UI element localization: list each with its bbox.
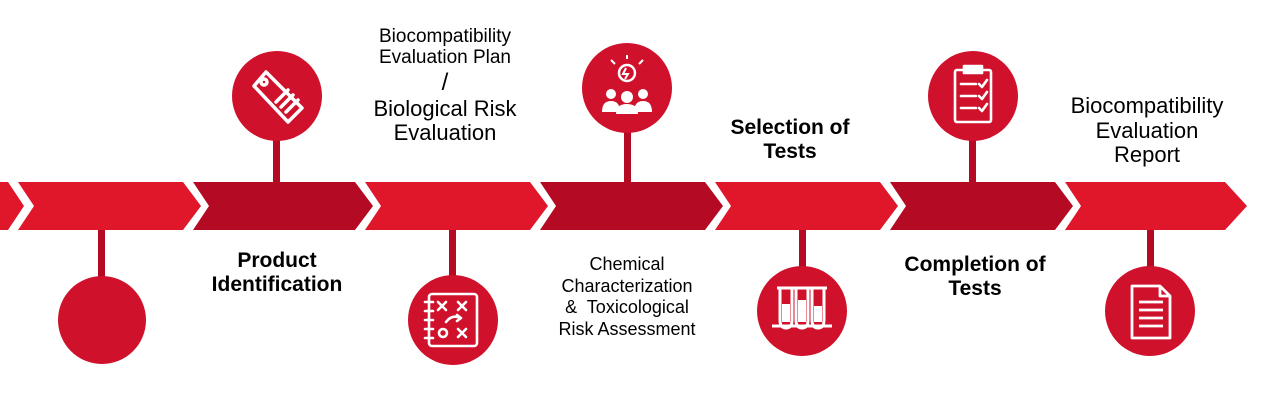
connector-stem	[969, 140, 976, 182]
chevron-7	[1065, 182, 1247, 230]
label-line: Selection of	[730, 116, 850, 139]
strategy-board-icon	[423, 292, 479, 348]
connector-stem	[98, 230, 105, 280]
step-circle	[58, 276, 146, 364]
step-circle	[232, 51, 322, 141]
chevron-5	[715, 182, 898, 230]
checklist-icon	[953, 64, 993, 124]
connectors	[98, 132, 1154, 280]
connector-stem	[624, 132, 631, 182]
price-tag-icon	[252, 70, 304, 124]
label-line: Evaluation	[393, 120, 497, 146]
label-line: Characterization	[561, 275, 693, 296]
label-line: Risk Assessment	[558, 318, 696, 339]
label-line: Tests	[948, 276, 1002, 300]
chevron-0	[0, 182, 24, 230]
step-label-evaluation-report: Biocompatibility Evaluation Report	[1037, 93, 1257, 168]
chevron-band	[0, 182, 1247, 230]
label-line: Completion of	[904, 253, 1046, 276]
label-line: Biocompatibility	[379, 26, 511, 47]
connector-stem	[1147, 230, 1154, 270]
label-line: Evaluation	[1095, 117, 1199, 143]
label-line: Report	[1113, 142, 1181, 168]
step-label-product-identification: Product Identification	[177, 249, 377, 296]
document-icon	[1130, 284, 1172, 340]
connector-stem	[449, 230, 456, 278]
connector-stem	[273, 140, 280, 182]
label-line: Biological Risk	[373, 95, 517, 121]
label-line: Tests	[763, 139, 817, 163]
step-circle	[408, 275, 498, 365]
connector-stem	[799, 230, 806, 270]
team-idea-icon	[602, 55, 652, 114]
label-line: Evaluation Plan	[378, 47, 512, 69]
test-tubes-icon	[772, 286, 832, 330]
step-label-chemical-characterization: Chemical Characterization & Toxicologica…	[527, 254, 727, 340]
chevron-4	[540, 182, 723, 230]
label-line: Biocompatibility	[1070, 93, 1224, 118]
chevron-1	[18, 182, 201, 230]
label-line: Identification	[211, 272, 343, 296]
step-label-selection-of-tests: Selection of Tests	[690, 116, 890, 163]
label-line: & Toxicological	[565, 297, 689, 318]
label-line: Product	[237, 249, 317, 272]
chevron-3	[365, 182, 548, 230]
label-line: Chemical	[589, 254, 665, 274]
step-label-completion-of-tests: Completion of Tests	[860, 253, 1090, 300]
label-line: /	[441, 68, 449, 96]
chevron-6	[890, 182, 1073, 230]
chevron-2	[193, 182, 373, 230]
step-label-evaluation-plan: Biocompatibility Evaluation Plan / Biolo…	[330, 26, 560, 146]
